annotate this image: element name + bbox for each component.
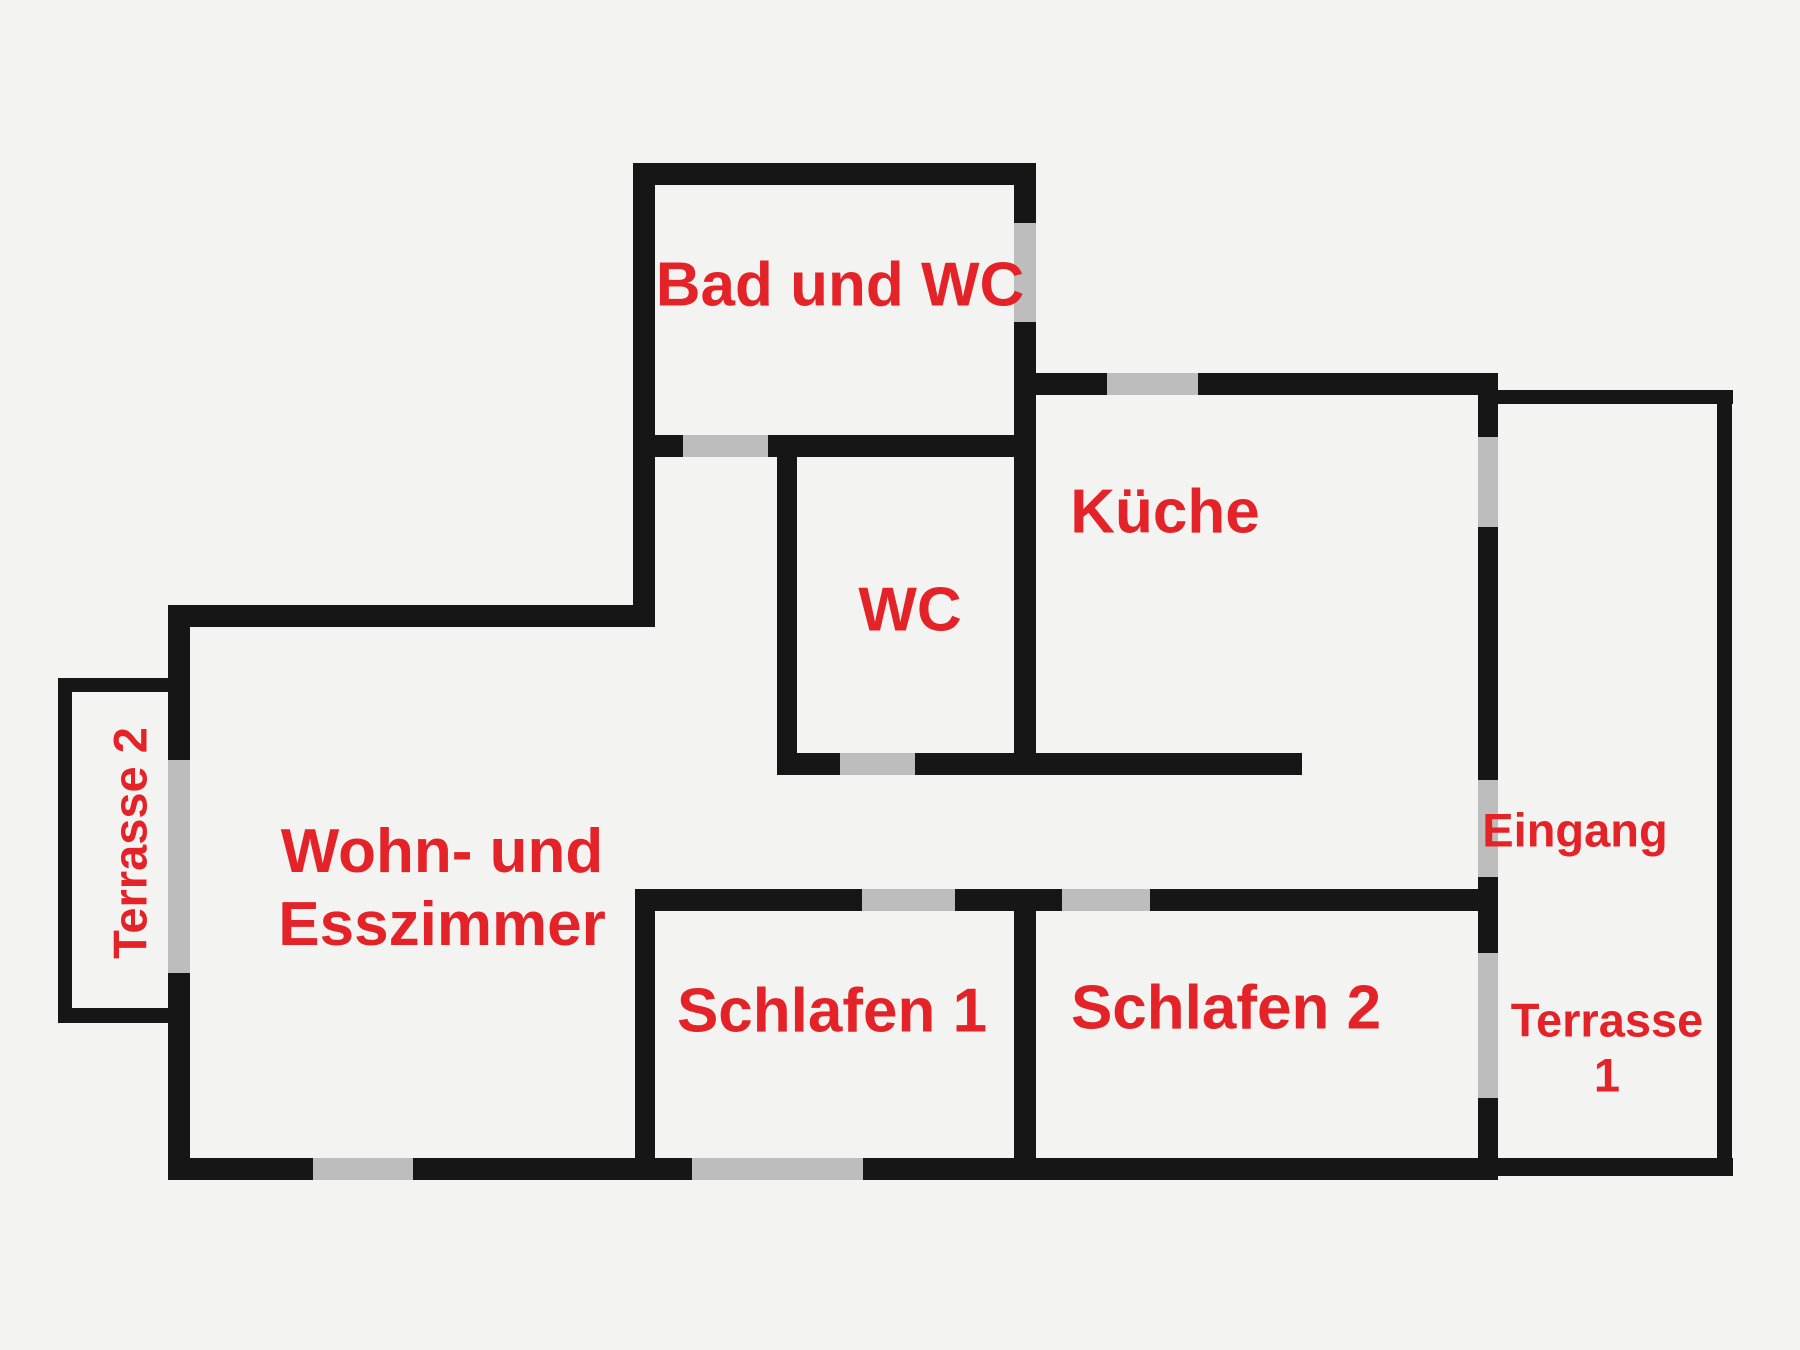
schlafen-1-south-window <box>692 1158 863 1180</box>
room-label-kueche: Küche <box>1070 477 1260 547</box>
terrasse-1-door <box>1478 953 1498 1098</box>
schlafen-top-wall-mid <box>955 889 1062 911</box>
room-label-terrasse-2: Terrasse 2 <box>103 727 157 959</box>
terrasse-2-bottom-wall <box>58 1008 190 1023</box>
terrasse-2-outer-wall <box>58 678 72 1023</box>
bad-bottom-wc-top-wall <box>768 435 1036 457</box>
south-wall-left <box>168 1158 313 1180</box>
terrasse-1-top-wall <box>1498 390 1733 404</box>
room-label-schlafen-1: Schlafen 1 <box>676 976 988 1046</box>
east-wall-mid <box>1478 527 1498 780</box>
schlafen-1-door <box>862 889 955 911</box>
bad-door <box>683 435 768 457</box>
schlafen-top-wall-left <box>635 889 862 911</box>
kueche-top-wall-left <box>1036 373 1107 395</box>
bad-window <box>1014 223 1036 322</box>
wc-door <box>840 753 915 775</box>
east-wall-upper <box>1478 373 1498 437</box>
corridor-north-wall <box>915 753 1302 775</box>
bad-bottom-wall-left <box>633 435 683 457</box>
room-label-wohn-und-esszimmer: Wohn- und Esszimmer <box>278 816 606 959</box>
kueche-top-wall-right <box>1198 373 1498 395</box>
terrasse-1-bottom-wall <box>1498 1158 1733 1176</box>
wc-bottom-wall-left <box>777 753 840 775</box>
schlafen-1-left-wall <box>635 889 655 1180</box>
schlafen-top-wall-right <box>1150 889 1498 911</box>
wc-left-wall <box>777 438 797 775</box>
terrasse-2-door <box>168 760 190 973</box>
terrasse-2-top-wall <box>58 678 190 692</box>
living-top-wall <box>168 605 655 627</box>
west-wall-lower <box>168 973 190 1180</box>
room-label-wc: WC <box>858 575 962 645</box>
room-label-eingang: Eingang <box>1482 803 1668 857</box>
room-label-bad-und-wc: Bad und WC <box>655 250 1025 320</box>
room-label-terrasse-1: Terrasse 1 <box>1510 993 1704 1102</box>
kueche-top-window <box>1107 373 1198 395</box>
schlafen-2-door <box>1062 889 1150 911</box>
living-south-door <box>313 1158 413 1180</box>
eingang-door <box>1478 780 1498 877</box>
bad-top-wall <box>633 163 1036 185</box>
terrasse-1-outer-wall <box>1717 392 1732 1175</box>
bad-left-wall <box>633 163 655 625</box>
south-wall-right <box>863 1158 1498 1180</box>
south-wall-mid <box>413 1158 692 1180</box>
schlafen-divider-wall <box>1014 889 1036 1180</box>
kueche-east-window <box>1478 437 1498 527</box>
room-label-schlafen-2: Schlafen 2 <box>1070 973 1382 1043</box>
